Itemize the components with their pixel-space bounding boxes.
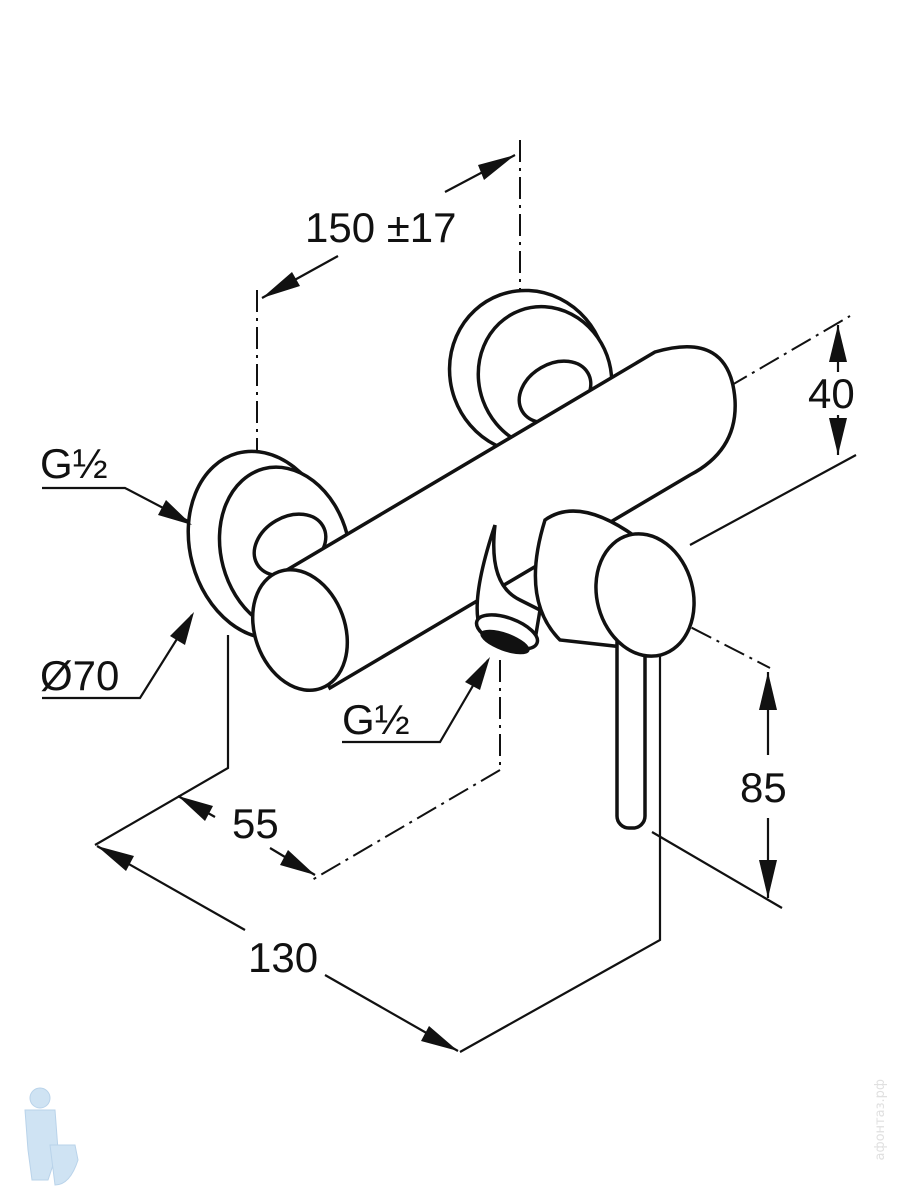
lever-tip-extension (651, 831, 783, 909)
dimension-150 (261, 154, 516, 299)
dimension-40 (829, 325, 847, 455)
dimension-55-label: 55 (232, 800, 279, 847)
dimension-150-label: 150 ±17 (305, 204, 457, 251)
flange-diameter-leader (42, 614, 193, 700)
outlet-thread-label: G½ (342, 696, 410, 743)
dimension-130-label: 130 (248, 934, 318, 981)
dimension-85-label: 85 (740, 764, 787, 811)
dimension-55 (177, 795, 316, 876)
body-bottom-extension (689, 454, 857, 546)
outlet-depth-extension (311, 769, 501, 881)
flange-diameter-label: Ø70 (40, 652, 119, 699)
inlet-thread-label: G½ (40, 440, 108, 487)
mixer-lever (533, 509, 696, 830)
site-watermark: афонтаз.рф (873, 1078, 888, 1161)
dimension-85 (759, 672, 777, 898)
outlet-thread-leader (342, 659, 489, 744)
dimension-130 (96, 845, 459, 1052)
dimension-40-label: 40 (808, 370, 855, 417)
plumber-logo (24, 1087, 79, 1186)
outlet-thread-arrow (465, 657, 490, 690)
mixer-body (250, 345, 737, 693)
wall-extension (94, 635, 230, 846)
flange-diameter-arrow (170, 612, 194, 645)
lever-front-extension (459, 600, 662, 1053)
inlet-thread-arrow (158, 500, 192, 525)
outlet-nozzle (474, 524, 542, 655)
